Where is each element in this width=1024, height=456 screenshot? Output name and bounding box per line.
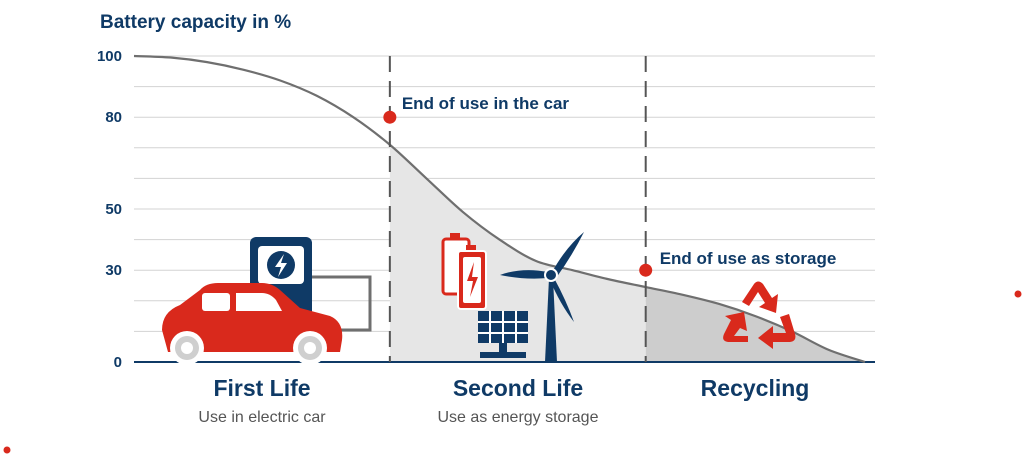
annotation-end-of-use-storage: End of use as storage [660, 249, 837, 268]
solar-panel-icon [478, 311, 528, 358]
recycle-icon [723, 281, 796, 349]
recycling-area [645, 287, 865, 362]
phase-title-recycling: Recycling [701, 375, 810, 401]
y-tick-label: 100 [97, 48, 122, 65]
phase-title-first-life: First Life [213, 375, 310, 401]
phase-subtitle-first-life: Use in electric car [198, 409, 326, 426]
phase-subtitle-second-life: Use as energy storage [438, 409, 599, 426]
capacity-curve [133, 54, 866, 364]
y-tick-label: 30 [105, 262, 122, 279]
annotation-end-of-use-car: End of use in the car [402, 94, 570, 113]
y-axis-title: Battery capacity in % [100, 12, 291, 33]
phase-title-second-life: Second Life [453, 375, 583, 401]
charging-station-icon [250, 237, 372, 332]
end-of-car-use-marker [383, 110, 397, 124]
battery-icon [441, 233, 487, 310]
decorative-dot [3, 446, 11, 454]
y-tick-label: 50 [105, 201, 122, 218]
y-tick-labels: 0 30 50 80 100 [97, 48, 122, 371]
second-life-area [389, 144, 646, 362]
y-tick-label: 80 [105, 109, 122, 126]
decorative-dot [1014, 290, 1022, 298]
end-of-storage-use-marker [639, 263, 653, 277]
car-icon [162, 283, 343, 365]
wind-turbine-icon [500, 232, 584, 362]
y-tick-label: 0 [114, 354, 122, 371]
